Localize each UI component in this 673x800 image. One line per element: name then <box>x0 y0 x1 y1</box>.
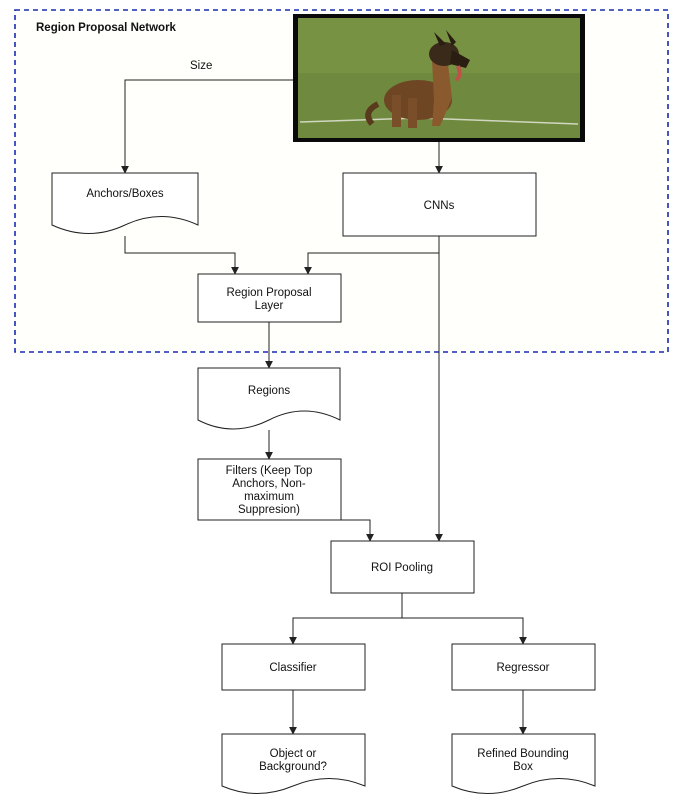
edges <box>121 79 527 735</box>
node-cnns: CNNs <box>342 172 537 237</box>
node-label-line: Regions <box>248 385 290 397</box>
node-label-line: Regressor <box>496 662 549 674</box>
edge-roi-to-classifier <box>289 593 403 645</box>
node-regressor: Regressor <box>451 643 596 691</box>
node-anchors-boxes: Anchors/Boxes <box>51 172 199 234</box>
edge-roi-to-regressor <box>402 617 527 645</box>
node-regions: Regions <box>197 367 341 430</box>
input-image <box>293 14 585 142</box>
edge-cnns-to-rpl <box>304 252 439 275</box>
node-label-line: Layer <box>255 300 284 312</box>
svg-text:Anchors/Boxes: Anchors/Boxes <box>86 188 164 200</box>
node-label-line: ROI Pooling <box>371 562 433 574</box>
node-label-line: Suppresion) <box>238 504 300 516</box>
node-roi-pooling: ROI Pooling <box>330 540 475 594</box>
node-label-line: Refined Bounding <box>477 748 568 760</box>
node-label-line: Object or <box>270 748 317 760</box>
node-label-line: maximum <box>244 491 294 503</box>
node-label-line: Background? <box>259 761 327 773</box>
edge-anchors-to-rpl <box>124 236 239 275</box>
node-label-line: Anchors, Non- <box>232 478 306 490</box>
edge-image-to-anchors <box>121 79 293 174</box>
node-label-line: Box <box>513 761 533 773</box>
edge-label-size: Size <box>190 60 212 72</box>
node-label-line: CNNs <box>424 200 455 212</box>
node-label-line: Region Proposal <box>226 287 311 299</box>
node-label-line: Filters (Keep Top <box>226 465 313 477</box>
edge-filters-to-roi <box>269 519 374 542</box>
node-classifier: Classifier <box>221 643 366 691</box>
node-label-line: Anchors/Boxes <box>86 188 164 200</box>
svg-text:Classifier: Classifier <box>269 662 316 674</box>
svg-text:ROI Pooling: ROI Pooling <box>371 562 433 574</box>
region-proposal-network-title: Region Proposal Network <box>36 22 177 34</box>
svg-text:Regressor: Regressor <box>496 662 549 674</box>
svg-text:Regions: Regions <box>248 385 290 397</box>
svg-text:CNNs: CNNs <box>424 200 455 212</box>
node-label-line: Classifier <box>269 662 316 674</box>
